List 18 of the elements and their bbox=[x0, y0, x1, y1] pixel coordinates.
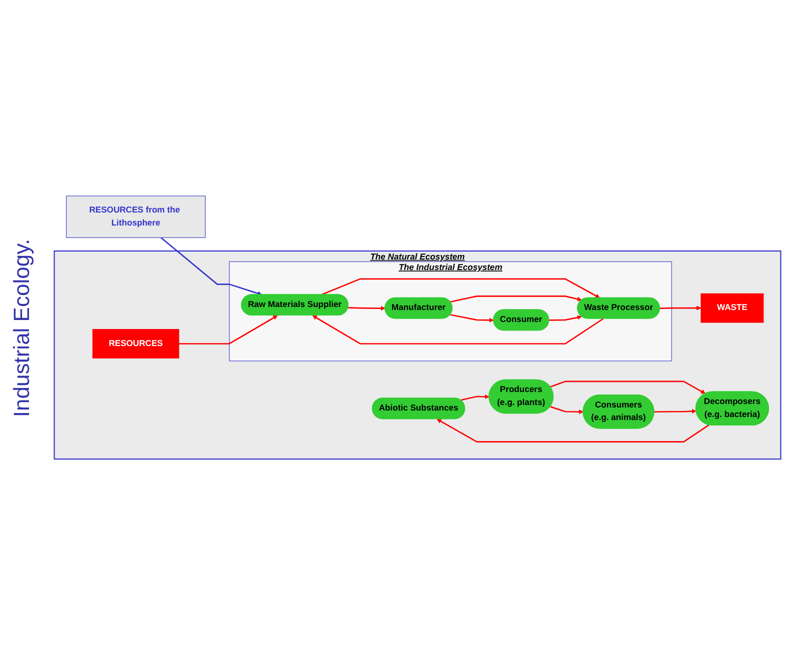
arrow bbox=[654, 408, 696, 414]
arrow bbox=[460, 394, 490, 401]
arrow bbox=[450, 296, 582, 303]
arrow bbox=[160, 237, 262, 296]
arrow bbox=[550, 380, 706, 394]
arrow bbox=[450, 314, 494, 322]
node-box: RESOURCES bbox=[92, 329, 180, 358]
node-box: RESOURCES from the Lithosphere bbox=[66, 196, 206, 238]
arrow bbox=[549, 315, 582, 321]
arrow bbox=[312, 315, 604, 344]
side-caption: Industrial Ecology. bbox=[9, 238, 35, 417]
arrow bbox=[348, 306, 386, 311]
node-box: WASTE bbox=[700, 293, 764, 323]
arrow bbox=[321, 278, 600, 298]
arrow bbox=[660, 306, 702, 310]
arrow bbox=[178, 315, 278, 344]
arrow bbox=[550, 406, 584, 414]
arrow bbox=[436, 418, 710, 442]
